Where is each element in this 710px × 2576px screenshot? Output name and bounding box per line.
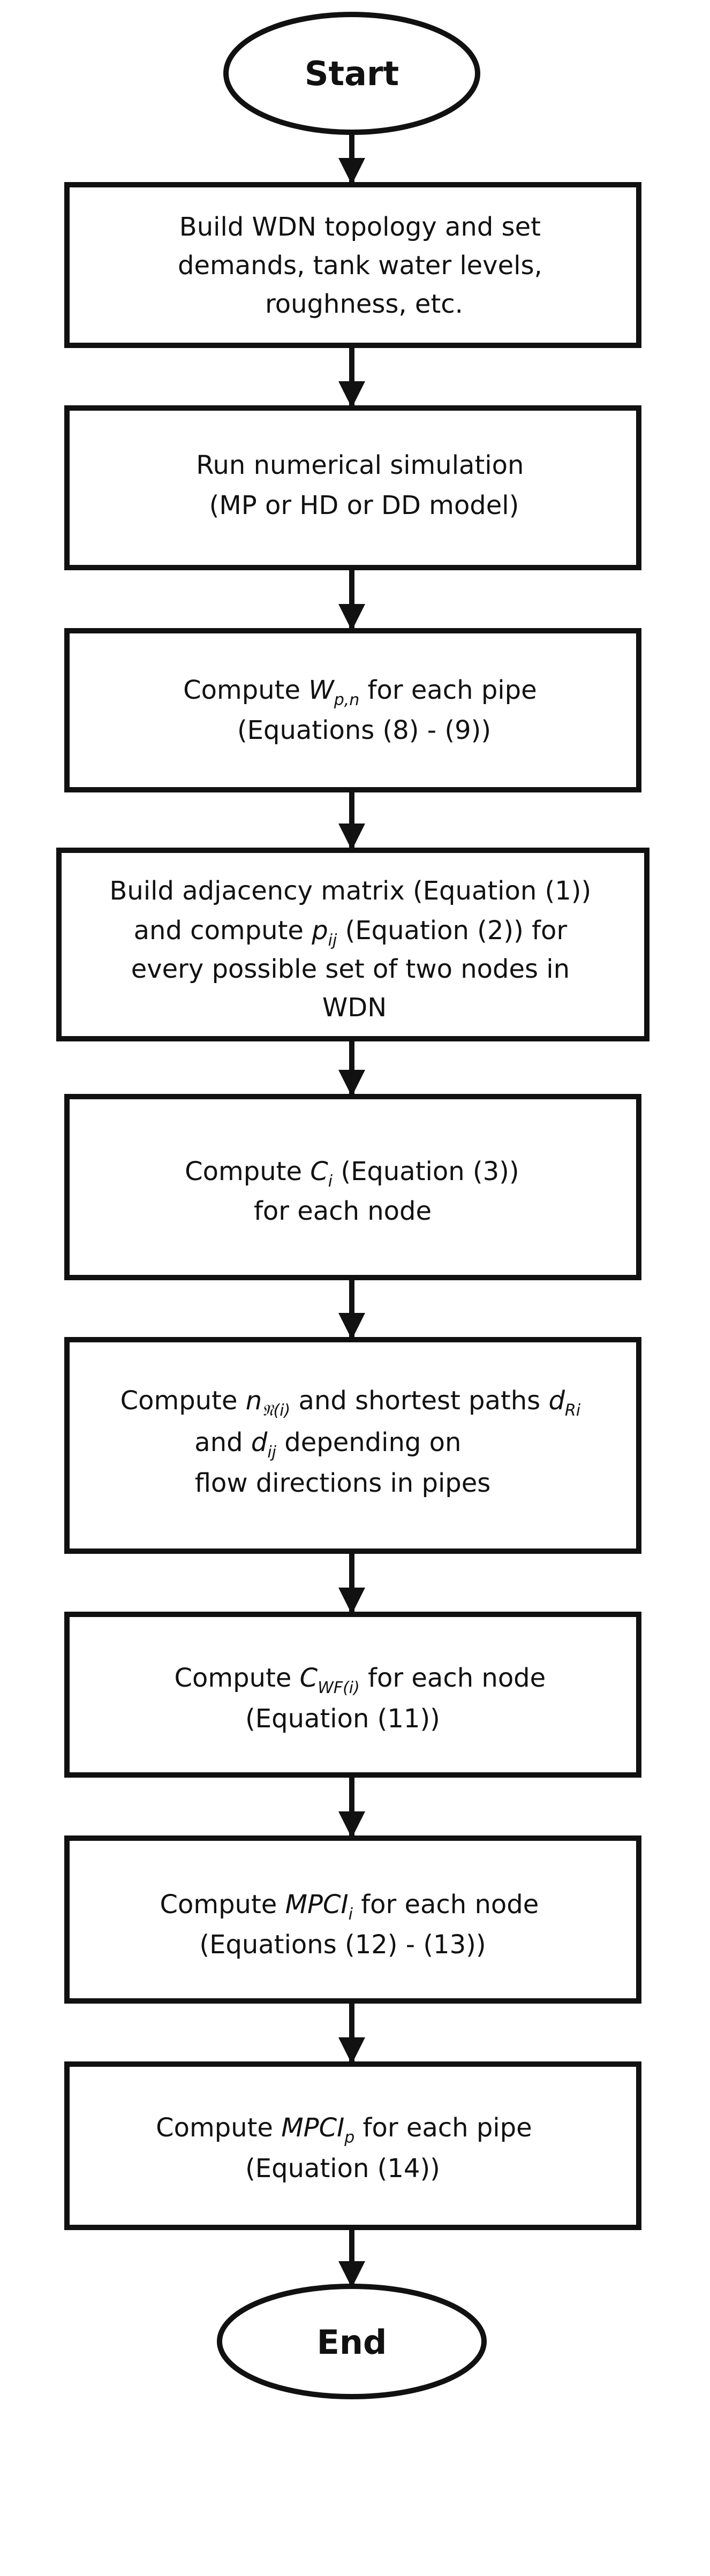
step-2-line-1: Run numerical simulation	[196, 450, 524, 480]
step-9-line-1: Compute MPCIp for each pipe	[156, 2113, 532, 2147]
step-7-box: Compute CWF(i) for each node (Equation (…	[64, 1612, 641, 1778]
step-4-text: Build adjacency matrix (Equation (1)) an…	[109, 876, 599, 1023]
step-4-line-4: WDN	[322, 993, 387, 1023]
step-6-text: Compute n𝔑(i) and shortest paths dRi and…	[120, 1386, 589, 1498]
step-3-box: Compute Wp,n for each pipe (Equations (8…	[64, 628, 641, 792]
step-5-box: Compute Ci (Equation (3)) for each node	[64, 1094, 641, 1280]
step-7-text: Compute CWF(i) for each node (Equation (…	[175, 1663, 554, 1734]
step-1-box: Build WDN topology and set demands, tank…	[64, 182, 641, 348]
step-8-text: Compute MPCIi for each node (Equations (…	[160, 1890, 547, 1960]
step-1-text: Build WDN topology and set demands, tank…	[178, 212, 550, 319]
start-label: Start	[305, 54, 399, 93]
step-8-line-1: Compute MPCIi for each node	[160, 1890, 539, 1924]
step-7-line-2: (Equation (11))	[245, 1704, 440, 1734]
end-label: End	[317, 2323, 387, 2362]
step-6-line-1: Compute n𝔑(i) and shortest paths dRi	[120, 1386, 581, 1420]
step-3-line-2: (Equations (8) - (9))	[237, 715, 491, 745]
step-3-line-1: Compute Wp,n for each pipe	[183, 675, 537, 709]
step-7-line-1: Compute CWF(i) for each node	[175, 1663, 546, 1697]
step-1-line-2: demands, tank water levels,	[178, 251, 542, 281]
start-terminal: Start	[223, 12, 480, 135]
step-6-box: Compute n𝔑(i) and shortest paths dRi and…	[64, 1337, 641, 1554]
step-1-line-1: Build WDN topology and set	[179, 212, 541, 242]
step-1-line-3: roughness, etc.	[265, 289, 463, 319]
step-9-line-2: (Equation (14))	[245, 2154, 440, 2184]
step-5-line-2: for each node	[254, 1196, 432, 1226]
step-8-line-2: (Equations (12) - (13))	[199, 1930, 486, 1960]
step-4-box: Build adjacency matrix (Equation (1)) an…	[56, 848, 649, 1041]
step-2-box: Run numerical simulation (MP or HD or DD…	[64, 405, 641, 570]
step-6-line-2: and dij depending on	[194, 1427, 461, 1462]
step-5-line-1: Compute Ci (Equation (3))	[185, 1157, 519, 1191]
step-2-line-2: (MP or HD or DD model)	[209, 490, 519, 520]
step-2-text: Run numerical simulation (MP or HD or DD…	[196, 450, 532, 520]
step-4-line-2: and compute pij (Equation (2)) for	[134, 916, 568, 950]
step-9-box: Compute MPCIp for each pipe (Equation (1…	[64, 2061, 641, 2230]
step-3-text: Compute Wp,n for each pipe (Equations (8…	[183, 675, 545, 745]
step-4-line-3: every possible set of two nodes in	[131, 954, 570, 984]
step-9-text: Compute MPCIp for each pipe (Equation (1…	[156, 2113, 540, 2184]
step-5-text: Compute Ci (Equation (3)) for each node	[185, 1157, 527, 1226]
step-4-line-1: Build adjacency matrix (Equation (1))	[109, 876, 591, 906]
step-6-line-3: flow directions in pipes	[195, 1468, 491, 1498]
step-8-box: Compute MPCIi for each node (Equations (…	[64, 1835, 641, 2004]
end-terminal: End	[217, 2284, 487, 2399]
